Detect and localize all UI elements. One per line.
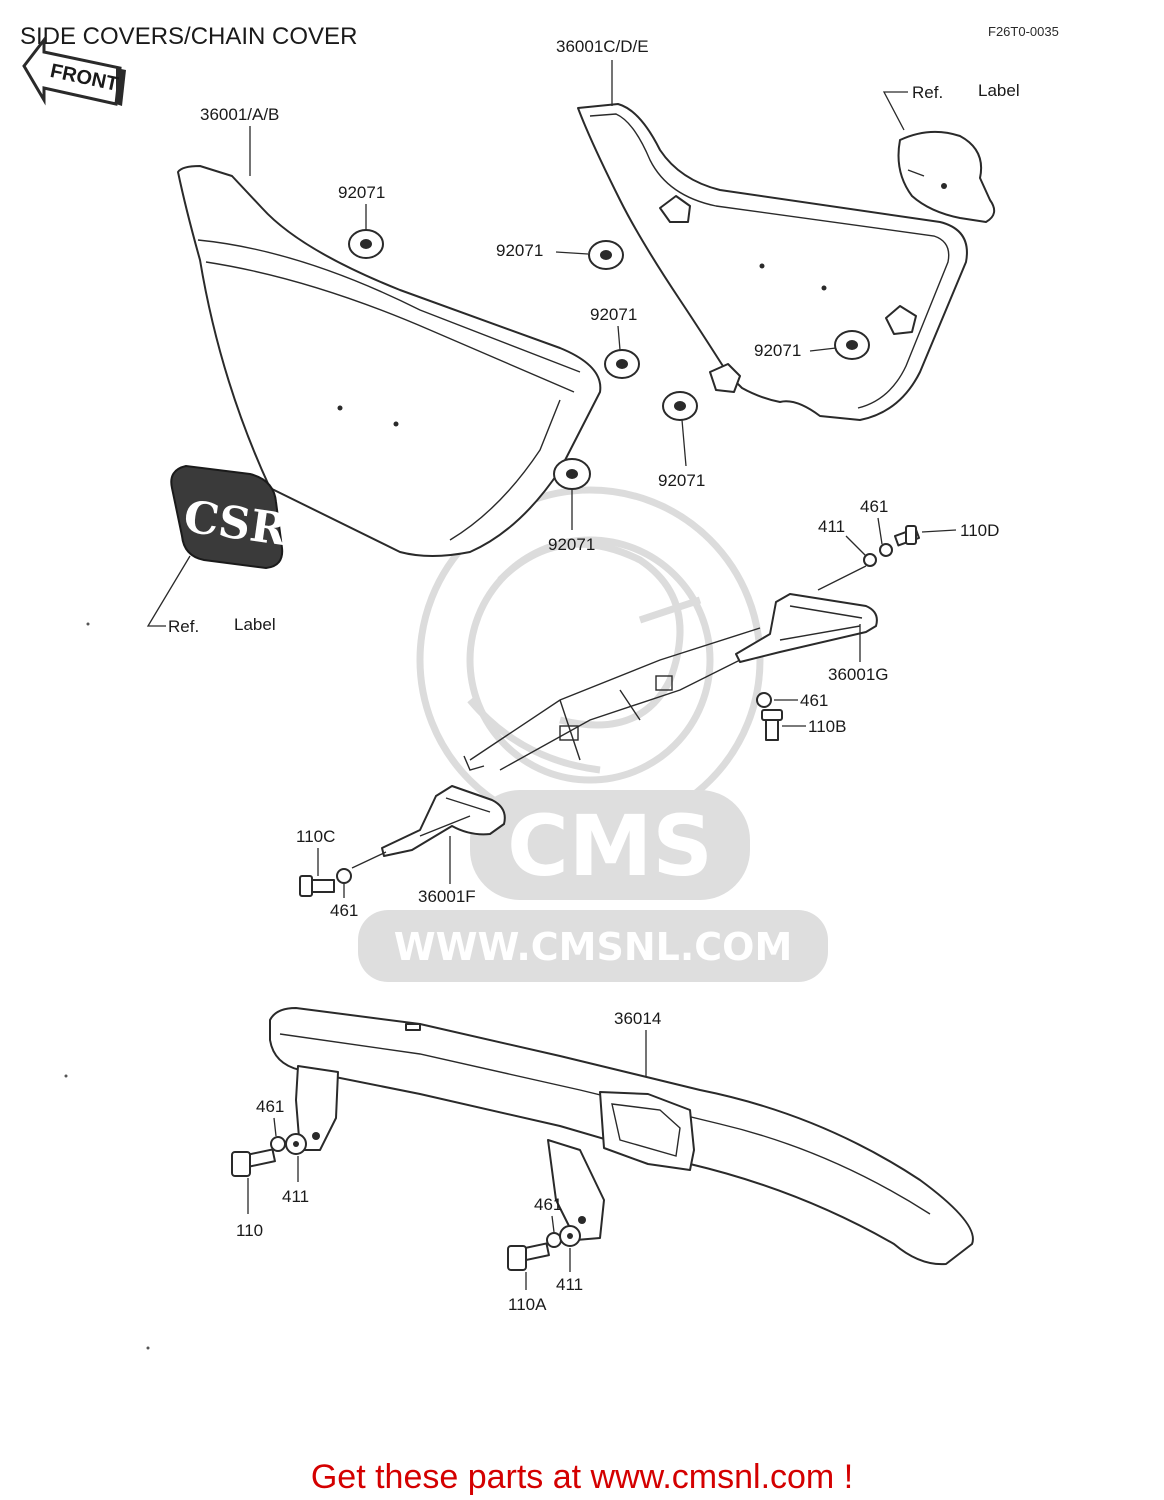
ref-label-top-ref: Ref. <box>912 83 943 102</box>
label-36001-ab: 36001/A/B <box>200 105 279 124</box>
diagram-code: F26T0-0035 <box>988 24 1059 39</box>
washer-icon <box>863 553 877 567</box>
label-461-b1: 461 <box>256 1097 284 1116</box>
watermark-cms-badge <box>470 790 750 900</box>
label-461-b2: 461 <box>534 1195 562 1214</box>
watermark: CMS WWW.CMSNL.COM <box>358 486 828 982</box>
bolt-icon <box>231 1148 276 1177</box>
label-110b: 110B <box>808 717 846 736</box>
ref-label-left-leader <box>146 555 191 627</box>
label-110c: 110C <box>296 827 335 846</box>
ref-label-left-label: Label <box>234 615 276 634</box>
ref-label-plate-top <box>897 130 996 223</box>
label-92071-2: 92071 <box>496 241 543 260</box>
label-110: 110 <box>236 1221 263 1240</box>
label-36014: 36014 <box>614 1009 661 1028</box>
bolt-icon <box>893 525 921 547</box>
label-36001f: 36001F <box>418 887 476 906</box>
label-92071-1: 92071 <box>338 183 385 202</box>
lock-washer-icon <box>879 543 893 557</box>
label-411-b1: 411 <box>282 1187 309 1206</box>
csr-emblem-icon: CSR <box>170 464 290 570</box>
chain-cover <box>269 1007 974 1266</box>
label-411-top: 411 <box>818 517 845 536</box>
label-36001g: 36001G <box>828 665 889 684</box>
grommet-icon <box>348 229 384 259</box>
side-cover-right <box>577 103 968 421</box>
watermark-cms-text: CMS <box>507 797 713 895</box>
ref-label-top-label: Label <box>978 81 1020 100</box>
footer-cta[interactable]: Get these parts at www.cmsnl.com ! <box>311 1458 853 1496</box>
label-36001-cde: 36001C/D/E <box>556 37 649 56</box>
bolt-icon <box>761 709 783 741</box>
page-title: SIDE COVERS/CHAIN COVER <box>20 23 357 50</box>
label-461-left: 461 <box>330 901 358 920</box>
front-arrow-icon: FRONT <box>22 35 126 106</box>
label-92071-6: 92071 <box>548 535 595 554</box>
bracket-36001f <box>381 785 506 857</box>
ref-label-top-leader <box>882 91 908 131</box>
grommet-icon <box>662 391 698 421</box>
label-92071-3: 92071 <box>590 305 637 324</box>
grommet-icon <box>604 349 640 379</box>
label-411-b2: 411 <box>556 1275 583 1294</box>
lock-washer-icon <box>336 868 352 884</box>
label-110d: 110D <box>960 521 999 540</box>
frame-sketch <box>463 627 761 771</box>
side-cover-left <box>177 165 602 557</box>
label-92071-4: 92071 <box>754 341 801 360</box>
watermark-url-badge <box>358 910 828 982</box>
lock-washer-icon <box>756 692 772 708</box>
label-461-top: 461 <box>860 497 888 516</box>
grommet-icon <box>553 458 591 490</box>
bolt-icon <box>507 1242 550 1271</box>
lock-washer-icon <box>546 1232 562 1248</box>
label-461-mid: 461 <box>800 691 828 710</box>
grommet-icon <box>834 330 870 360</box>
ref-label-left-ref: Ref. <box>168 617 199 636</box>
bolt-icon <box>299 875 335 897</box>
watermark-url-text: WWW.CMSNL.COM <box>394 925 793 969</box>
bracket-36001g <box>735 593 878 663</box>
grommet-icon <box>588 240 624 270</box>
label-110a: 110A <box>508 1295 547 1314</box>
label-92071-5: 92071 <box>658 471 705 490</box>
